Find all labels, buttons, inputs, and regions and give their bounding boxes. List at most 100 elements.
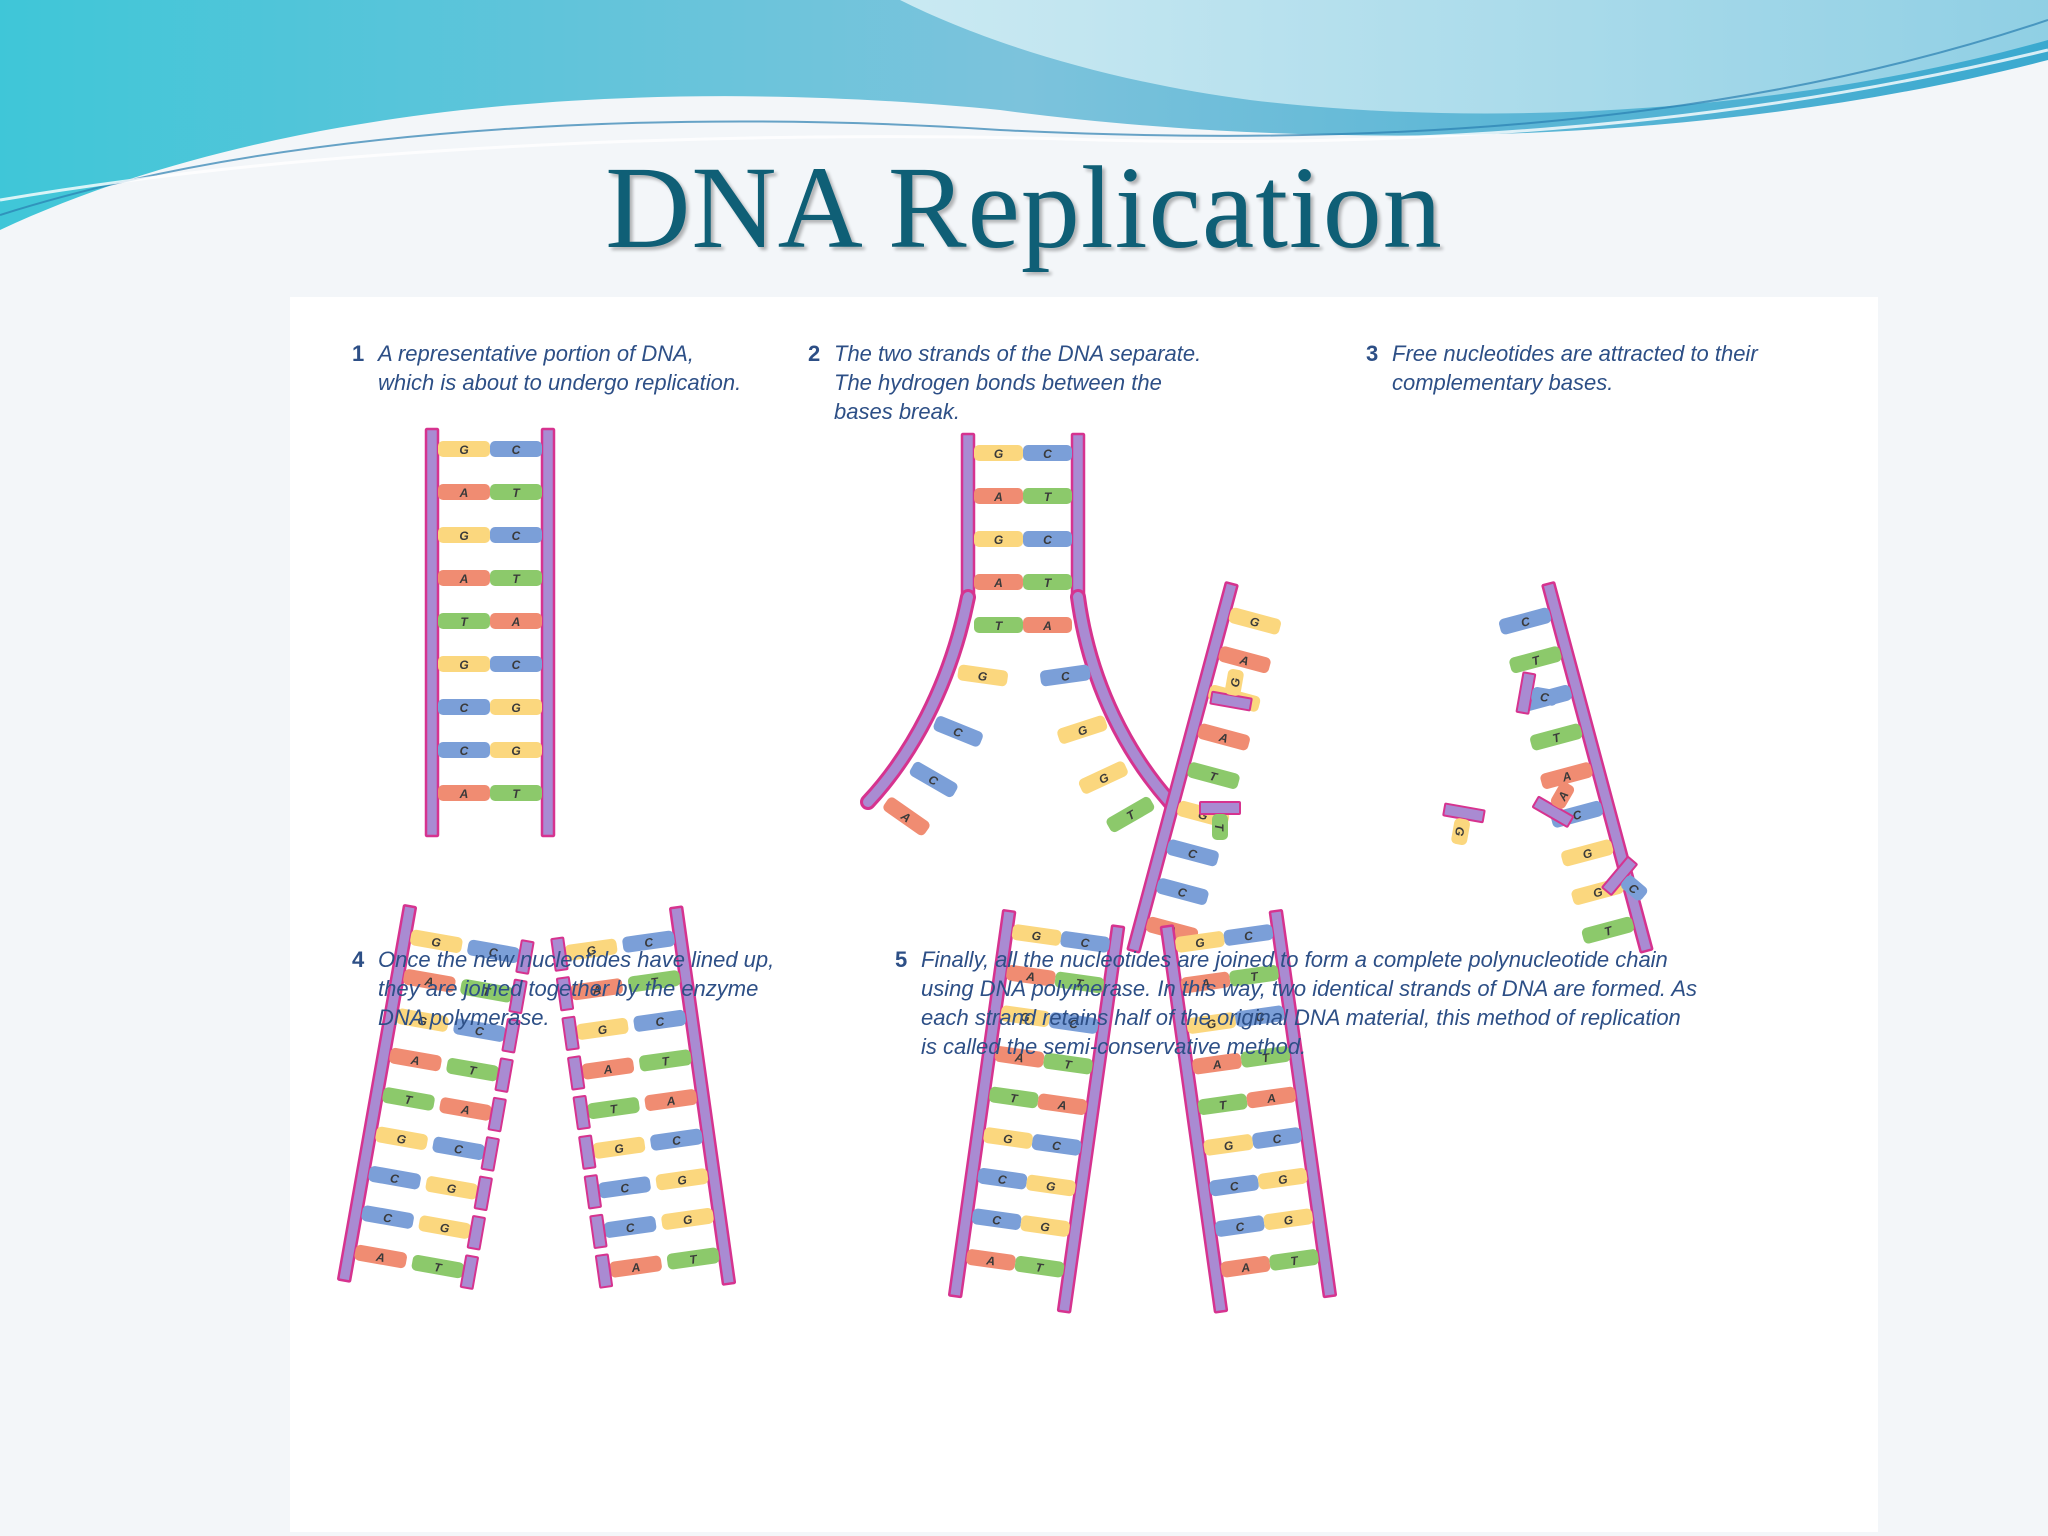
base-label: G <box>1194 935 1205 950</box>
base-g <box>1011 924 1062 946</box>
base-label: C <box>382 1210 393 1225</box>
base-label: C <box>1243 928 1254 943</box>
template-backbone <box>669 905 737 1286</box>
base-label: T <box>1009 1091 1020 1106</box>
base-label: T <box>1261 1050 1272 1065</box>
base-label: T <box>433 1260 444 1275</box>
nucleotide-sugar <box>1209 690 1253 712</box>
base-g <box>661 1207 714 1230</box>
separated-base: G <box>957 664 1008 687</box>
base-label: G <box>1581 846 1594 862</box>
base-t <box>639 1049 692 1072</box>
base-g <box>396 1008 449 1032</box>
base-t <box>490 785 542 801</box>
step-4-number: 4 <box>352 947 365 972</box>
base-g <box>1451 818 1471 846</box>
base-label: G <box>1248 614 1261 630</box>
base-g <box>1000 1005 1050 1027</box>
base-label: A <box>374 1250 386 1265</box>
right-strand-curve <box>1073 592 1175 807</box>
base-label: C <box>655 1014 666 1029</box>
base-c <box>1048 1012 1099 1034</box>
base-c <box>1060 931 1110 953</box>
free-nucleotide: G <box>1442 802 1486 846</box>
base-c <box>467 939 520 964</box>
base-t <box>1054 971 1105 994</box>
base-label: G <box>396 1132 408 1147</box>
left-backbone <box>960 432 976 601</box>
base-label: A <box>1217 730 1230 746</box>
base-a <box>439 1097 492 1121</box>
base-label: G <box>511 701 520 715</box>
base-t <box>1212 814 1228 840</box>
base-a <box>1220 1255 1271 1278</box>
base-t <box>382 1087 435 1111</box>
base-a <box>883 797 930 836</box>
step-3-caption: 3 Free nucleotides are attracted to thei… <box>1366 339 1758 397</box>
right-template-strand: CTCTACGGT <box>1499 581 1654 954</box>
base-c <box>977 1167 1028 1190</box>
step-2-number: 2 <box>808 341 821 366</box>
base-c <box>622 930 675 953</box>
base-label: C <box>1519 614 1531 630</box>
base-label: G <box>586 943 597 958</box>
base-label: C <box>1043 533 1052 547</box>
base-a <box>581 1057 635 1080</box>
base-label: G <box>459 443 468 457</box>
base-label: G <box>416 1013 428 1028</box>
base-c <box>1209 1174 1259 1197</box>
base-c <box>633 1009 686 1032</box>
step-1-caption: 1 A representative portion of DNA, which… <box>352 339 741 397</box>
base-a <box>570 978 623 1001</box>
new-nucleotide-sugar <box>508 978 528 1015</box>
base-label: A <box>993 576 1003 590</box>
base-a <box>1192 1052 1242 1075</box>
base-a <box>438 570 490 586</box>
base-g <box>1026 1174 1076 1197</box>
base-label: C <box>512 443 521 457</box>
base-label: G <box>994 533 1003 547</box>
base-label: T <box>481 984 492 999</box>
left-backbone <box>1159 924 1229 1314</box>
separated-base: G <box>1078 761 1128 794</box>
base-a <box>1550 781 1575 809</box>
base-label: A <box>1265 1091 1277 1106</box>
base-label: C <box>619 1181 630 1196</box>
base-label: G <box>1452 826 1467 838</box>
base-label: G <box>1591 885 1604 901</box>
base-g <box>418 1215 472 1239</box>
base-c <box>909 761 958 798</box>
base-label: A <box>1239 1260 1251 1275</box>
base-t <box>1043 1052 1093 1075</box>
base-g <box>438 527 490 543</box>
base-a <box>1023 617 1072 633</box>
base-a <box>1246 1086 1296 1109</box>
base-label: G <box>511 744 520 758</box>
base-g <box>438 656 490 672</box>
base-c <box>490 527 542 543</box>
base-c <box>1621 875 1648 901</box>
step-3-number: 3 <box>1366 341 1379 366</box>
base-label: A <box>1199 976 1211 991</box>
free-nucleotide: G <box>1209 668 1253 712</box>
base-t <box>627 970 681 993</box>
base-t <box>666 1247 720 1270</box>
nucleotide-sugar <box>1601 856 1638 896</box>
base-label: C <box>1235 1219 1246 1234</box>
base-label: A <box>630 1260 642 1275</box>
base-label: G <box>614 1141 625 1156</box>
base-label: A <box>1042 619 1052 633</box>
base-g <box>983 1127 1033 1149</box>
base-a <box>609 1255 662 1278</box>
base-label: G <box>677 1173 688 1188</box>
